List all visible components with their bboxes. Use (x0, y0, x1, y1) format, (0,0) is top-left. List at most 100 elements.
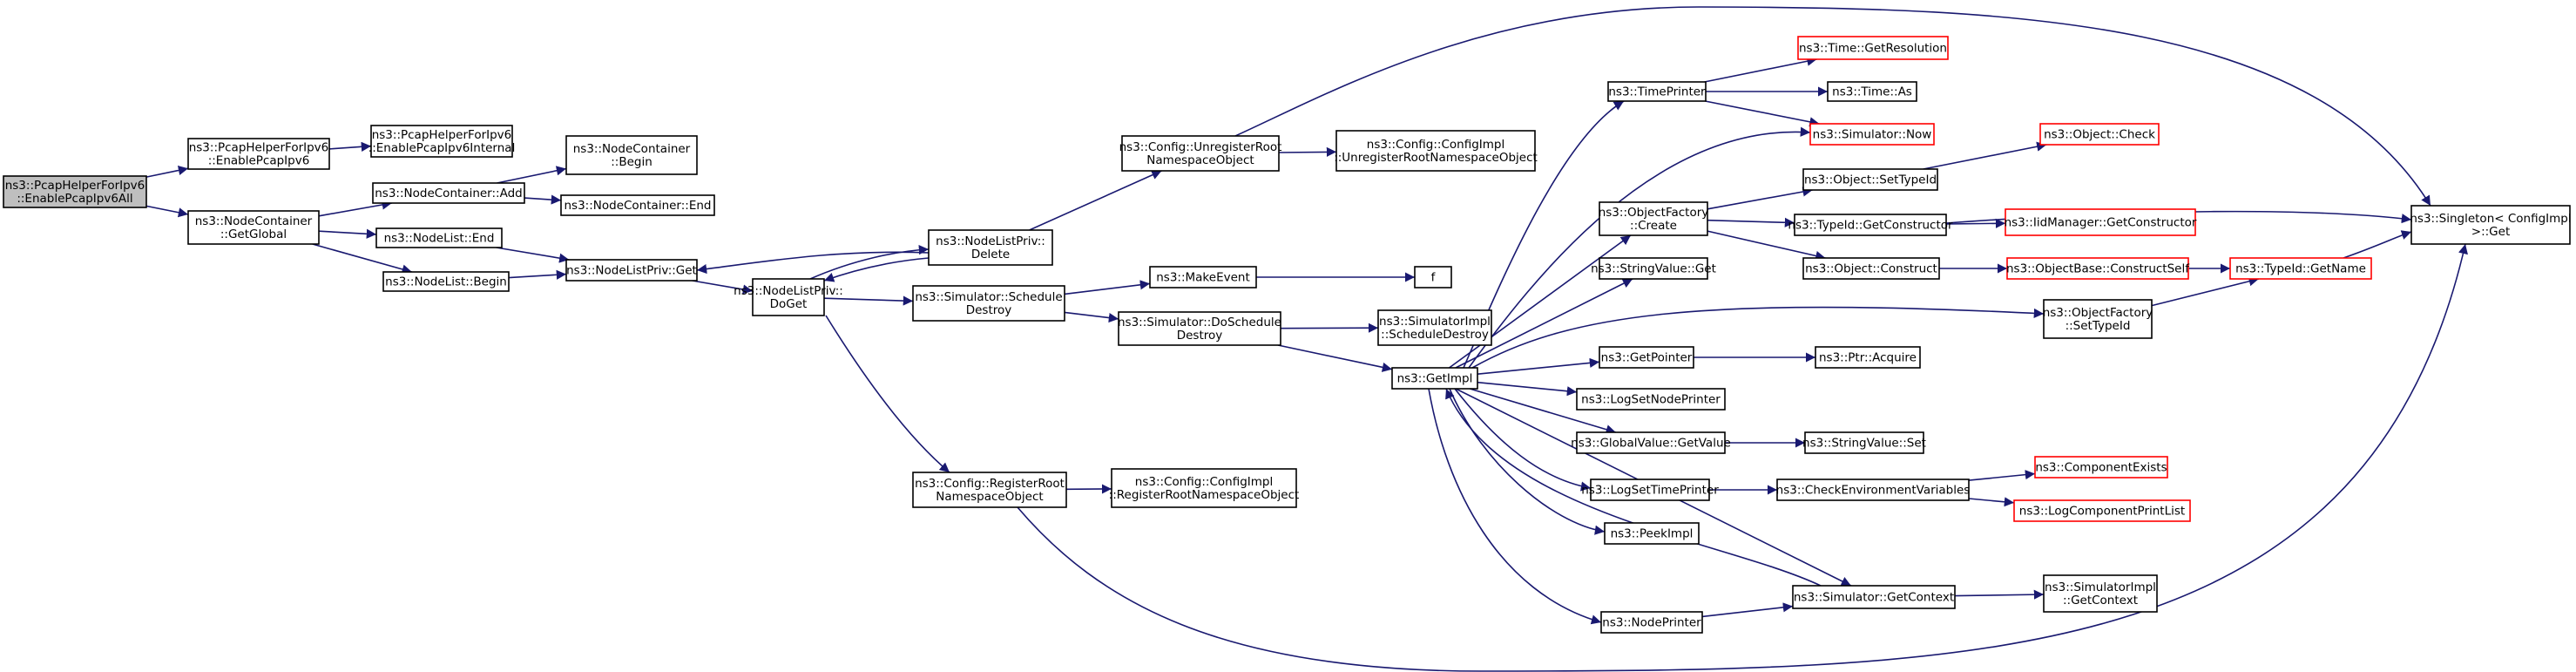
edge-getImpl-to-logSetNodePrinter (1477, 381, 1578, 397)
node-typeIdGetCtor[interactable]: ns3::TypeId::GetConstructor (1788, 214, 1953, 236)
node-enPcap[interactable]: ns3::PcapHelperForIpv6::EnablePcapIpv6 (187, 138, 330, 170)
node-simGetContext[interactable]: ns3::Simulator::GetContext (1792, 585, 1956, 609)
node-nlEnd[interactable]: ns3::NodeList::End (375, 227, 503, 248)
node-strValGet[interactable]: ns3::StringValue::Get (1591, 257, 1716, 280)
node-cfgImplUnreg[interactable]: ns3::Config::ConfigImpl::UnregisterRootN… (1334, 130, 1538, 172)
node-box (752, 278, 825, 316)
node-label-line: ns3::StringValue::Set (1802, 437, 1926, 451)
node-label-line: ns3::NodePrinter (1602, 616, 1701, 630)
node-label-line: ns3::GlobalValue::GetValue (1571, 437, 1731, 451)
node-enPcapInt[interactable]: ns3::PcapHelperForIpv6::EnablePcapIpv6In… (368, 125, 516, 158)
node-label-line: ns3::Ptr::Acquire (1819, 351, 1917, 365)
node-label-line: Delete (971, 248, 1010, 261)
node-box (1149, 266, 1257, 288)
node-label-line: ns3::LogSetNodePrinter (1581, 393, 1721, 407)
node-objSetTypeId[interactable]: ns3::Object::SetTypeId (1802, 168, 1938, 191)
node-box (1797, 36, 1949, 60)
node-logSetTimePrinter[interactable]: ns3::LogSetTimePrinter (1581, 479, 1719, 501)
node-simSchedDestroy[interactable]: ns3::Simulator::ScheduleDestroy (912, 285, 1065, 322)
node-ncEnd[interactable]: ns3::NodeContainer::End (560, 194, 715, 216)
node-root: ns3::PcapHelperForIpv6::EnablePcapIpv6Al… (3, 175, 147, 208)
edge-timePrinter-to-simNow (1705, 100, 1820, 127)
node-nlpDoGet[interactable]: ns3::NodeListPriv::DoGet (734, 278, 843, 316)
node-typeIdGetName[interactable]: ns3::TypeId::GetName (2229, 257, 2372, 280)
node-timeAs[interactable]: ns3::Time::As (1827, 81, 1917, 102)
node-getPointer[interactable]: ns3::GetPointer (1599, 346, 1694, 369)
node-label-line: Destroy (1177, 329, 1223, 343)
node-label-line: ns3::TypeId::GetName (2235, 262, 2366, 276)
edge-nlpDelete-to-nlpGet (696, 251, 930, 275)
node-objCheck[interactable]: ns3::Object::Check (2039, 123, 2160, 146)
edge-typeIdGetCtor-to-iidMgrGetCtor (1945, 218, 2006, 228)
node-f[interactable]: f (1414, 266, 1452, 288)
edge-root-to-enPcap (145, 165, 189, 178)
node-ncGetGlobal[interactable]: ns3::NodeContainer::GetGlobal (187, 210, 320, 245)
node-gvGetValue[interactable]: ns3::GlobalValue::GetValue (1571, 431, 1731, 454)
node-logCompPrintList[interactable]: ns3::LogComponentPrintList (2013, 499, 2191, 522)
node-logSetNodePrinter[interactable]: ns3::LogSetNodePrinter (1576, 388, 1726, 411)
node-iidMgrGetCtor[interactable]: ns3::IidManager::GetConstructor (2005, 208, 2197, 236)
node-cfgImplReg[interactable]: ns3::Config::ConfigImpl::RegisterRootNam… (1109, 468, 1300, 508)
node-timePrinter[interactable]: ns3::TimePrinter (1607, 81, 1707, 102)
node-simImplSched[interactable]: ns3::SimulatorImpl::ScheduleDestroy (1377, 309, 1492, 346)
edge-ncAdd-to-ncEnd (524, 194, 562, 205)
node-label-line: Destroy (966, 303, 1012, 317)
edge-objFactCreate-to-typeIdGetCtor (1707, 217, 1795, 227)
edge-nlEnd-to-nlpGet (496, 247, 570, 263)
node-box (1335, 130, 1536, 172)
node-label-line: ns3::GetImpl (1397, 372, 1473, 386)
node-singletonGet[interactable]: ns3::Singleton< ConfigImpl >::Get (2410, 205, 2572, 245)
node-objFactSetTypeId[interactable]: ns3::ObjectFactory::SetTypeId (2043, 299, 2153, 339)
node-box (928, 229, 1053, 266)
node-timeGetRes[interactable]: ns3::Time::GetResolution (1797, 36, 1949, 60)
node-objConstruct[interactable]: ns3::Object::Construct (1802, 257, 1940, 280)
node-label-line: ns3::Time::GetResolution (1799, 42, 1947, 56)
node-ncBegin[interactable]: ns3::NodeContainer::Begin (565, 135, 698, 175)
node-ncAdd[interactable]: ns3::NodeContainer::Add (372, 182, 525, 204)
node-box (1377, 309, 1492, 346)
node-peekImpl[interactable]: ns3::PeekImpl (1604, 522, 1700, 545)
node-label-line: ns3::Simulator::Now (1813, 128, 1932, 142)
node-cfgUnreg[interactable]: ns3::Config::UnregisterRootNamespaceObje… (1119, 135, 1282, 172)
node-box (1804, 431, 1924, 454)
node-box (375, 227, 503, 248)
node-checkEnv[interactable]: ns3::CheckEnvironmentVariables (1776, 479, 1971, 501)
node-label-line: f (1431, 271, 1437, 285)
node-nlpGet[interactable]: ns3::NodeListPriv::Get (565, 259, 698, 282)
node-ptrAcquire[interactable]: ns3::Ptr::Acquire (1815, 346, 1921, 369)
edge-simGetContext-to-getImpl (1445, 388, 1822, 587)
edge-simDoSched-to-getImpl (1277, 344, 1393, 372)
node-objBaseCS[interactable]: ns3::ObjectBase::ConstructSelf (2006, 257, 2190, 280)
node-label-line: ns3::TimePrinter (1608, 85, 1706, 99)
node-cfgReg[interactable]: ns3::Config::RegisterRootNamespaceObject (912, 472, 1067, 508)
node-box (1600, 611, 1703, 634)
node-strValSet[interactable]: ns3::StringValue::Set (1802, 431, 1926, 454)
node-compExists[interactable]: ns3::ComponentExists (2034, 456, 2168, 479)
node-objFactCreate[interactable]: ns3::ObjectFactory::Create (1599, 201, 1709, 236)
node-label-line: ::RegisterRootNamespaceObject (1109, 488, 1300, 502)
node-label-line: ::EnablePcapIpv6 (208, 154, 310, 168)
node-label-line: ns3::LogSetTimePrinter (1581, 484, 1719, 498)
node-label-line: ns3::CheckEnvironmentVariables (1776, 484, 1971, 498)
node-label-line: ns3::SimulatorImpl (1379, 315, 1491, 329)
node-simImplGetContext[interactable]: ns3::SimulatorImpl::GetContext (2043, 574, 2158, 613)
node-box (1792, 585, 1956, 609)
edge-nlpDoGet-to-cfgReg (825, 315, 950, 473)
node-nlpDelete[interactable]: ns3::NodeListPriv::Delete (928, 229, 1053, 266)
node-simNow[interactable]: ns3::Simulator::Now (1809, 123, 1935, 146)
node-getImpl[interactable]: ns3::GetImpl (1391, 367, 1478, 390)
node-box (1599, 346, 1694, 369)
node-makeEvent[interactable]: ns3::MakeEvent (1149, 266, 1257, 288)
edge-simSchedDestroy-to-makeEvent (1064, 280, 1151, 295)
node-nodePrinter[interactable]: ns3::NodePrinter (1600, 611, 1703, 634)
node-label-line: NamespaceObject (936, 490, 1043, 504)
node-box (2410, 205, 2571, 245)
edge-getImpl-to-peekImpl (1449, 388, 1606, 535)
node-box (2006, 257, 2189, 280)
node-box (1391, 367, 1478, 390)
edge-simSchedDestroy-to-simDoSched (1064, 311, 1119, 323)
edge-objFactSetTypeId-to-typeIdGetName (2151, 276, 2259, 307)
node-nlBegin[interactable]: ns3::NodeList::Begin (382, 271, 510, 292)
edge-nlpDelete-to-cfgUnreg (1029, 170, 1162, 231)
